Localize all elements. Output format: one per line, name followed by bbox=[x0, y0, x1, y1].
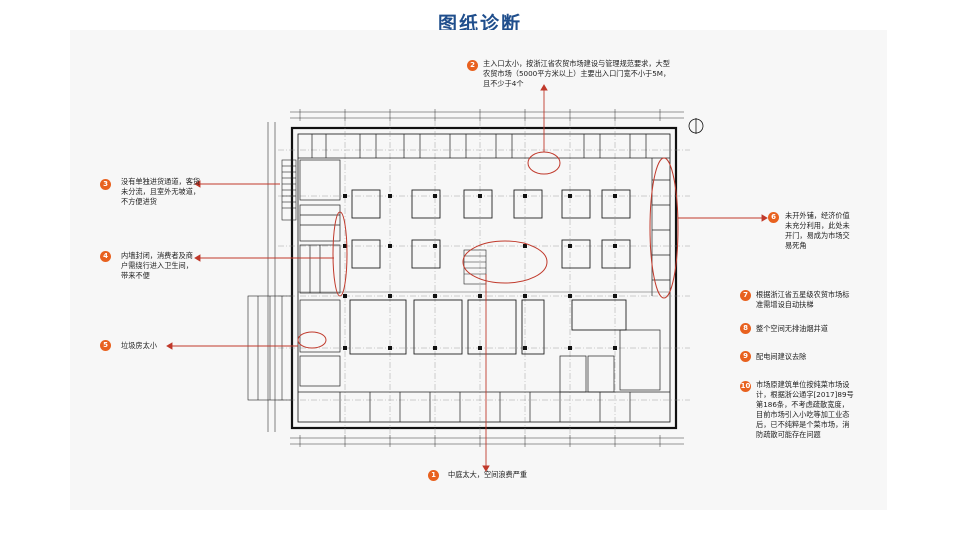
badge-9: 9 bbox=[740, 351, 751, 362]
note-4: 内墙封闭，消费者及商户需绕行进入卫生间，带来不便 bbox=[121, 251, 193, 280]
note-9: 配电间建议去除 bbox=[756, 352, 807, 361]
note-2: 主入口太小，按浙江省农贸市场建设与管理规范要求，大型农贸市场（5000平方米以上… bbox=[483, 59, 671, 88]
badge-3: 3 bbox=[100, 179, 111, 190]
note-5: 垃圾房太小 bbox=[121, 341, 157, 350]
badge-4: 4 bbox=[100, 251, 111, 262]
badge-1: 1 bbox=[428, 470, 439, 481]
badge-6: 6 bbox=[768, 212, 779, 223]
page-title: 图纸诊断 bbox=[437, 13, 522, 35]
note-6: 未开外铺，经济价值未充分利用，此处未开门，易成为市场交易死角 bbox=[785, 211, 850, 250]
north-arrow-icon bbox=[688, 118, 704, 134]
note-1: 中庭太大，空间浪费严重 bbox=[448, 470, 528, 479]
note-3: 没有单独进货通道，客货未分流，且室外无坡道，不方便进货 bbox=[121, 177, 201, 206]
content-panel bbox=[70, 30, 887, 510]
note-8: 整个空间无排油烟井道 bbox=[756, 324, 828, 333]
note-7: 根据浙江省五星级农贸市场标准需增设自动扶梯 bbox=[756, 290, 850, 309]
badge-2: 2 bbox=[467, 60, 478, 71]
badge-8: 8 bbox=[740, 323, 751, 334]
badge-5: 5 bbox=[100, 340, 111, 351]
note-10: 市场原建筑单位按纯菜市场设计，根据浙公通字[2017]89号第186条，不考虑疏… bbox=[756, 380, 854, 439]
badge-10: 10 bbox=[740, 381, 751, 392]
badge-7: 7 bbox=[740, 290, 751, 301]
